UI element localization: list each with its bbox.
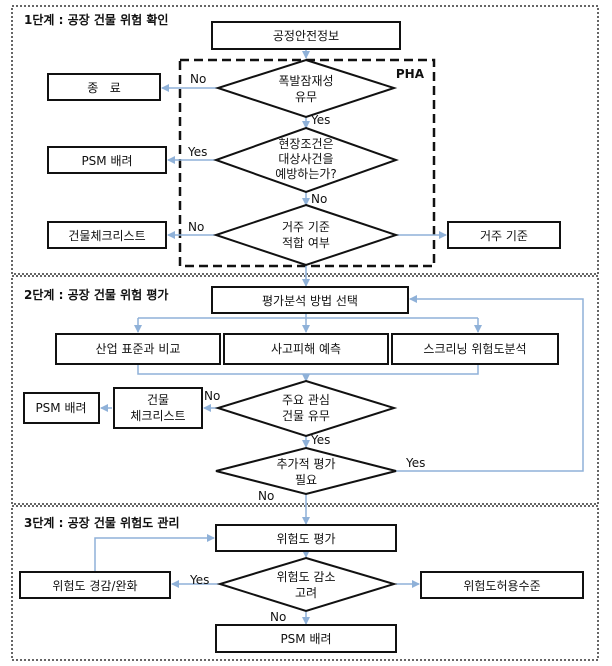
site-condition-decision	[213, 126, 399, 194]
edge-label-site-no: No	[311, 192, 327, 206]
risk-reduce-decision	[216, 556, 398, 613]
connectors	[94, 49, 584, 625]
stage-3-frame	[11, 505, 599, 661]
method-select-label: 평가분석 방법 선택	[262, 294, 358, 308]
occupancy-standard-box	[447, 221, 561, 249]
site-condition-line-1: 현장조건은	[278, 137, 333, 151]
risk-reduce-line-2: 고려	[295, 586, 317, 600]
edge-label-additional-no: No	[258, 489, 274, 503]
psm-3-box	[215, 624, 397, 653]
explosion-decision-line-1: 폭발잠재성	[278, 74, 333, 88]
risk-mitigate-box	[19, 571, 171, 599]
edge-label-explosion-no: No	[190, 72, 206, 86]
edge-label-site-yes: Yes	[187, 145, 207, 159]
arrow-additional-yes-loop	[396, 295, 584, 472]
stage-3-title: 3단계 : 공장 건물 위험도 관리	[24, 515, 179, 530]
checklist-2-box	[113, 387, 203, 429]
additional-eval-line-2: 필요	[295, 473, 317, 487]
occupancy-decision	[212, 203, 400, 267]
checklist-2-line-2: 체크리스트	[130, 409, 185, 423]
method-select-box	[211, 286, 409, 314]
risk-reduce-line-1: 위험도 감소	[276, 570, 335, 584]
risk-tolerance-label: 위험도허용수준	[463, 579, 540, 593]
checklist-2-line-1: 건물	[147, 393, 169, 407]
edge-label-occupancy-no: No	[188, 220, 204, 234]
explosion-decision	[214, 58, 398, 119]
industry-compare-box	[55, 333, 221, 365]
risk-mitigate-label: 위험도 경감/완화	[52, 579, 137, 593]
major-concern-decision	[214, 379, 398, 438]
additional-eval-line-1: 추가적 평가	[276, 457, 335, 471]
accident-predict-label: 사고피해 예측	[271, 342, 341, 356]
edge-label-additional-yes: Yes	[405, 456, 425, 470]
risk-eval-label: 위험도 평가	[276, 532, 335, 546]
edge-label-major-no: No	[204, 389, 220, 403]
occupancy-line-2: 적합 여부	[282, 236, 330, 250]
risk-tolerance-box	[420, 571, 584, 599]
explosion-decision-line-2: 유무	[295, 90, 317, 104]
occupancy-line-1: 거주 기준	[282, 220, 330, 234]
stage-1-title: 1단계 : 공장 건물 위험 확인	[24, 12, 168, 27]
psm-2-label: PSM 배려	[35, 401, 86, 415]
edge-label-reduce-no: No	[270, 610, 286, 624]
stage-2-frame	[11, 275, 599, 505]
arrow-mitigate-to-risk	[94, 534, 215, 571]
edge-label-explosion-yes: Yes	[310, 113, 330, 127]
major-concern-line-1: 주요 관심	[282, 393, 330, 407]
edge-label-reduce-yes: Yes	[189, 573, 209, 587]
pha-label: PHA	[396, 67, 425, 81]
industry-compare-label: 산업 표준과 비교	[96, 342, 181, 356]
site-condition-line-3: 예방하는가?	[275, 167, 337, 181]
arrow-merge	[137, 364, 479, 375]
site-condition-line-2: 대상사건을	[278, 152, 333, 166]
process-safety-info-box	[211, 21, 401, 50]
checklist-1-label: 건물체크리스트	[68, 229, 145, 243]
stage-2-title: 2단계 : 공장 건물 위험 평가	[24, 287, 168, 302]
psm-2-box	[23, 392, 100, 424]
screening-label: 스크리닝 위험도분석	[423, 342, 526, 356]
psm-1-box	[47, 146, 167, 174]
checklist-1-box	[47, 221, 167, 249]
additional-eval-decision	[215, 446, 397, 496]
stage-1-frame	[11, 5, 599, 275]
major-concern-line-2: 건물 유무	[282, 409, 330, 423]
psm-1-label: PSM 배려	[81, 154, 132, 168]
edge-label-major-yes: Yes	[310, 433, 330, 447]
end-box	[47, 73, 161, 101]
occupancy-standard-label: 거주 기준	[480, 229, 528, 243]
process-safety-info-label: 공정안전정보	[273, 29, 339, 43]
end-label: 종 료	[87, 81, 121, 95]
screening-box	[391, 333, 559, 365]
risk-eval-box	[215, 524, 397, 552]
psm-3-label: PSM 배려	[280, 632, 331, 646]
accident-predict-box	[223, 333, 389, 365]
